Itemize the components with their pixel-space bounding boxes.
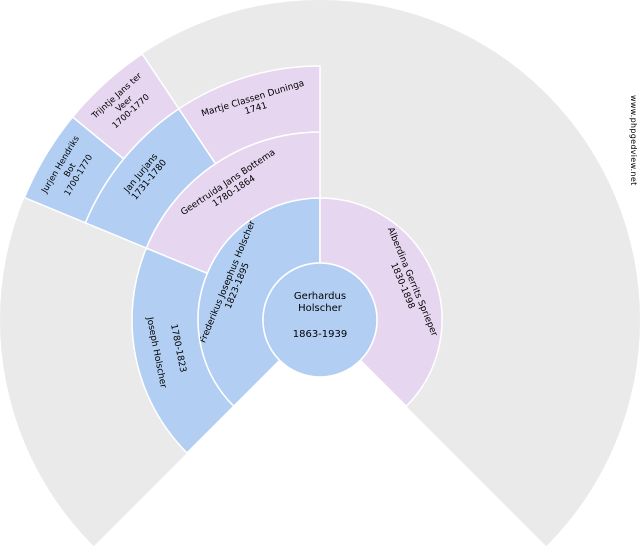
site-watermark: www.phpgedview.net — [629, 95, 638, 186]
root-person-circle[interactable] — [262, 262, 378, 378]
ancestor-sector[interactable] — [177, 65, 321, 165]
root-person[interactable]: Gerhardus Holscher 1863-1939 — [262, 262, 378, 378]
root-person-name-line: Gerhardus — [294, 291, 346, 302]
root-person-name-line: Holscher — [298, 303, 343, 314]
root-person-dates: 1863-1939 — [293, 329, 348, 340]
ancestor-sector[interactable] — [71, 52, 180, 160]
